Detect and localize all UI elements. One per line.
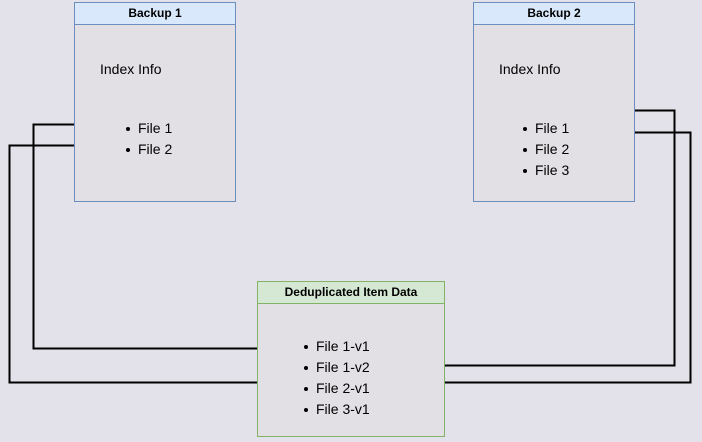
backup-1-body: Index Info File 1 File 2 bbox=[75, 25, 235, 201]
backup-2-index-label: Index Info bbox=[499, 61, 561, 77]
backup-2-file-list: File 1 File 2 File 3 bbox=[522, 118, 569, 181]
list-item: File 1-v1 bbox=[303, 336, 370, 357]
backup-1-index-label: Index Info bbox=[100, 61, 162, 77]
backup-1-file-list: File 1 File 2 bbox=[125, 118, 172, 160]
connector-backup2-file2-to-file2v1 bbox=[399, 131, 692, 387]
list-item: File 1 bbox=[522, 118, 569, 139]
list-item: File 2 bbox=[522, 139, 569, 160]
connector-backup1-file2-to-file2v1 bbox=[8, 144, 297, 387]
backup-2-box: Backup 2 Index Info File 1 File 2 File 3 bbox=[473, 2, 635, 202]
backup-1-box: Backup 1 Index Info File 1 File 2 bbox=[74, 2, 236, 202]
list-item: File 1 bbox=[125, 118, 172, 139]
backup-1-header: Backup 1 bbox=[75, 3, 235, 25]
backup-2-body: Index Info File 1 File 2 File 3 bbox=[474, 25, 634, 201]
list-item: File 2 bbox=[125, 139, 172, 160]
list-item: File 3 bbox=[522, 160, 569, 181]
list-item: File 2-v1 bbox=[303, 378, 370, 399]
list-item: File 1-v2 bbox=[303, 357, 370, 378]
deduplicated-item-data-header: Deduplicated Item Data bbox=[258, 282, 444, 304]
connector-backup2-file1-to-file1v2 bbox=[395, 109, 676, 370]
list-item: File 3-v1 bbox=[303, 399, 370, 420]
deduplicated-item-data-body: File 1-v1 File 1-v2 File 2-v1 File 3-v1 bbox=[258, 304, 444, 436]
dedup-item-list: File 1-v1 File 1-v2 File 2-v1 File 3-v1 bbox=[303, 336, 370, 420]
backup-2-header: Backup 2 bbox=[474, 3, 634, 25]
deduplicated-item-data-box: Deduplicated Item Data File 1-v1 File 1-… bbox=[257, 281, 445, 437]
